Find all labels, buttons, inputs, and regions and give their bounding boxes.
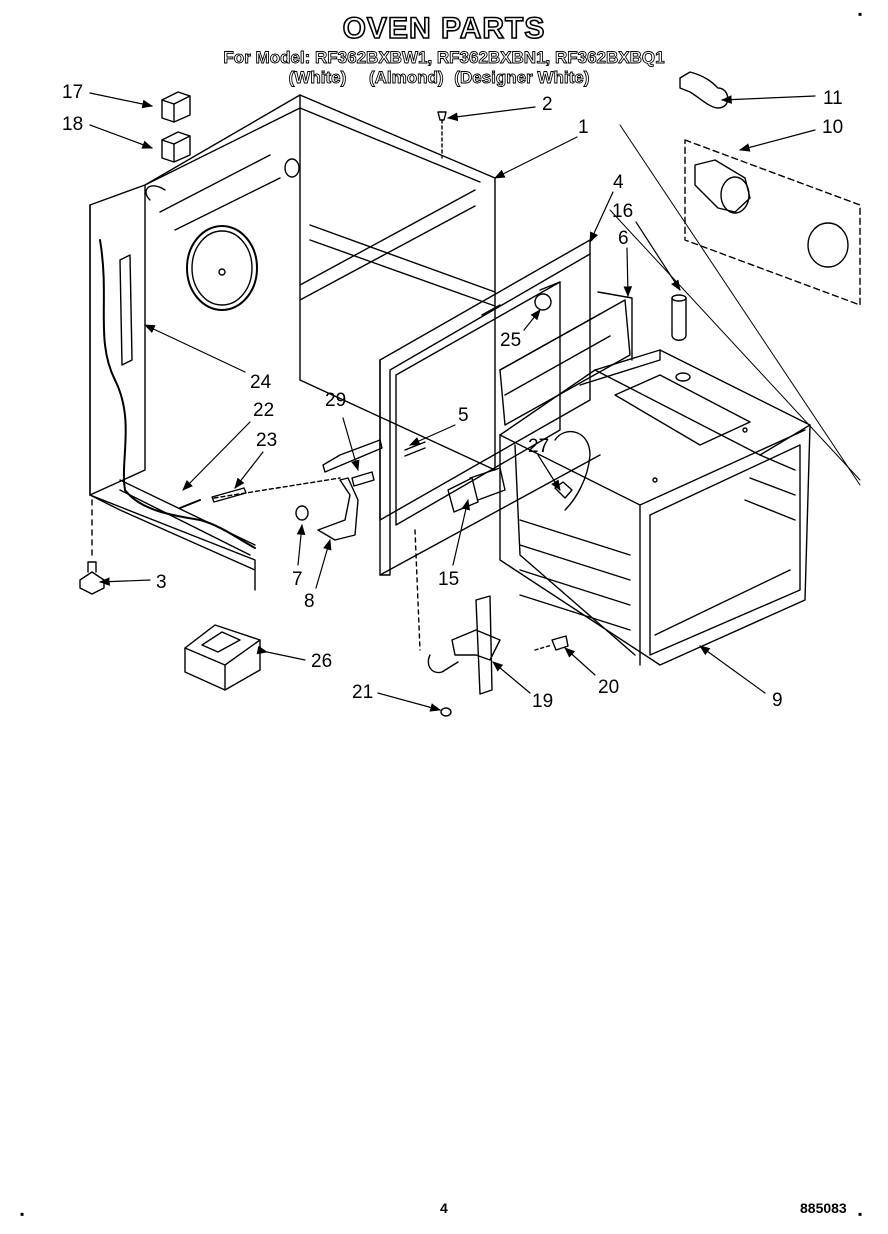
page-number: 4 [440,1200,448,1216]
bracket-17 [161,91,191,123]
door-latch [414,529,501,695]
callout-23: 23 [256,430,277,451]
callout-9: 9 [772,690,783,711]
page-title: OVEN PARTS [342,12,546,45]
callout-15: 15 [438,569,459,590]
color-white: (White) [288,68,347,88]
model-line: For Model: RF362BXBW1, RF362BXBN1, RF362… [223,48,665,68]
oven-liner [499,349,811,666]
color-line: (White) (Almond) (Designer White) [0,68,888,88]
control-block [184,624,261,691]
corner-mark-top-right: ▪ [858,7,863,21]
screw-2 [437,111,447,159]
color-designer-white: (Designer White) [454,68,590,88]
callout-4: 4 [613,172,624,193]
callout-7: 7 [292,569,303,590]
hardware-parts [179,293,591,541]
callout-20: 20 [598,677,619,698]
callout-22: 22 [253,400,274,421]
callout-18: 18 [62,114,83,135]
light-socket-assembly [609,124,861,486]
callout-6: 6 [618,228,629,249]
callout-17: 17 [62,82,83,103]
document-number: 885083 [800,1200,847,1216]
callout-24: 24 [250,372,272,393]
callout-1: 1 [578,117,589,138]
oven-sensor [671,294,687,341]
callout-19: 19 [532,691,553,712]
callout-27: 27 [528,436,549,457]
callout-2: 2 [542,94,553,115]
callout-21: 21 [352,682,373,703]
bracket-18 [161,131,191,163]
callout-11: 11 [823,88,843,109]
callout-29: 29 [325,390,346,411]
color-almond: (Almond) [368,68,444,88]
callout-25: 25 [500,330,521,351]
rack-support [499,291,633,426]
corner-mark-bottom-left: ▪ [20,1207,25,1221]
screw-21 [440,707,452,717]
corner-mark-bottom-right: ▪ [858,1207,863,1221]
leveling-leg [79,561,105,595]
callout-26: 26 [311,651,332,672]
callout-3: 3 [156,572,167,593]
light-bulb [679,71,729,109]
callout-16: 16 [612,201,633,222]
callout-5: 5 [458,405,469,426]
callout-8: 8 [304,591,315,612]
callout-10: 10 [822,117,843,138]
oven-cabinet [89,94,496,591]
leader-lines [89,92,816,712]
screw-20 [534,635,569,651]
